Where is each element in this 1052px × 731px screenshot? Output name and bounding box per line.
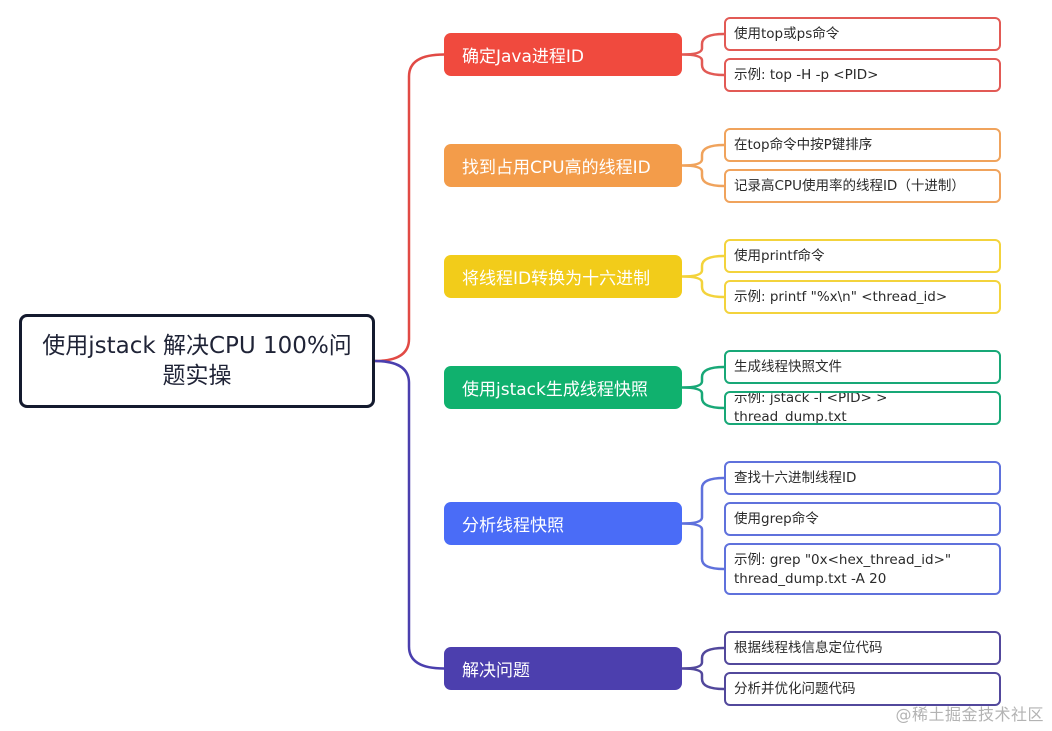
leaf-topic[interactable]: 使用printf命令 <box>724 239 1001 273</box>
leaf-topic[interactable]: 使用top或ps命令 <box>724 17 1001 51</box>
leaf-topic-label: 分析并优化问题代码 <box>734 680 856 697</box>
watermark: @稀土掘金技术社区 <box>895 705 1044 724</box>
branch-3-leaf-bracket <box>681 254 726 299</box>
leaf-topic[interactable]: 在top命令中按P键排序 <box>724 128 1001 162</box>
branch-6-leaf-bracket <box>681 646 726 691</box>
branch-topic-label: 分析线程快照 <box>462 516 564 536</box>
branch-topic-label: 使用jstack生成线程快照 <box>462 380 648 400</box>
branch-topic-2[interactable]: 找到占用CPU高的线程ID <box>444 144 682 187</box>
leaf-topic[interactable]: 示例: jstack -l <PID> > thread_dump.txt <box>724 391 1001 425</box>
branch-2-leaf-bracket <box>681 143 726 188</box>
leaf-topic-label: 示例: top -H -p <PID> <box>734 66 879 83</box>
branch-topic-label: 将线程ID转换为十六进制 <box>462 269 651 289</box>
branch-5-leaf-bracket <box>681 476 726 571</box>
root-topic-label: 使用jstack 解决CPU 100%问题实操 <box>42 333 352 389</box>
leaf-topic-label: 示例: grep "0x<hex_thread_id>" thread_dump… <box>734 552 952 587</box>
branch-topic-label: 解决问题 <box>462 661 530 681</box>
leaf-topic[interactable]: 分析并优化问题代码 <box>724 672 1001 706</box>
leaf-topic-label: 在top命令中按P键排序 <box>734 136 873 153</box>
branch-topic-4[interactable]: 使用jstack生成线程快照 <box>444 366 682 409</box>
leaf-topic[interactable]: 记录高CPU使用率的线程ID（十进制） <box>724 169 1001 203</box>
leaf-topic-label: 根据线程栈信息定位代码 <box>734 639 883 656</box>
leaf-topic-label: 使用top或ps命令 <box>734 25 840 42</box>
branch-4-leaf-bracket <box>681 365 726 410</box>
root-topic[interactable]: 使用jstack 解决CPU 100%问题实操 <box>19 314 375 408</box>
branch-topic-5[interactable]: 分析线程快照 <box>444 502 682 545</box>
leaf-topic-label: 示例: printf "%x\n" <thread_id> <box>734 288 948 305</box>
branch-1-leaf-bracket <box>681 32 726 77</box>
leaf-topic[interactable]: 示例: top -H -p <PID> <box>724 58 1001 92</box>
leaf-topic-label: 示例: jstack -l <PID> > thread_dump.txt <box>734 391 888 425</box>
leaf-topic[interactable]: 生成线程快照文件 <box>724 350 1001 384</box>
leaf-topic-label: 记录高CPU使用率的线程ID（十进制） <box>734 177 965 194</box>
leaf-topic[interactable]: 根据线程栈信息定位代码 <box>724 631 1001 665</box>
branch-topic-label: 找到占用CPU高的线程ID <box>462 158 651 178</box>
branch-topic-1[interactable]: 确定Java进程ID <box>444 33 682 76</box>
root-connector-lower <box>373 359 446 670</box>
branch-topic-label: 确定Java进程ID <box>462 47 585 67</box>
leaf-topic[interactable]: 使用grep命令 <box>724 502 1001 536</box>
leaf-topic-label: 使用grep命令 <box>734 510 819 527</box>
root-connector-upper <box>373 53 446 363</box>
branch-topic-3[interactable]: 将线程ID转换为十六进制 <box>444 255 682 298</box>
branch-topic-6[interactable]: 解决问题 <box>444 647 682 690</box>
leaf-topic-label: 查找十六进制线程ID <box>734 469 857 486</box>
leaf-topic-label: 使用printf命令 <box>734 247 825 264</box>
leaf-topic[interactable]: 示例: printf "%x\n" <thread_id> <box>724 280 1001 314</box>
leaf-topic-label: 生成线程快照文件 <box>734 358 842 375</box>
leaf-topic[interactable]: 示例: grep "0x<hex_thread_id>" thread_dump… <box>724 543 1001 595</box>
leaf-topic[interactable]: 查找十六进制线程ID <box>724 461 1001 495</box>
